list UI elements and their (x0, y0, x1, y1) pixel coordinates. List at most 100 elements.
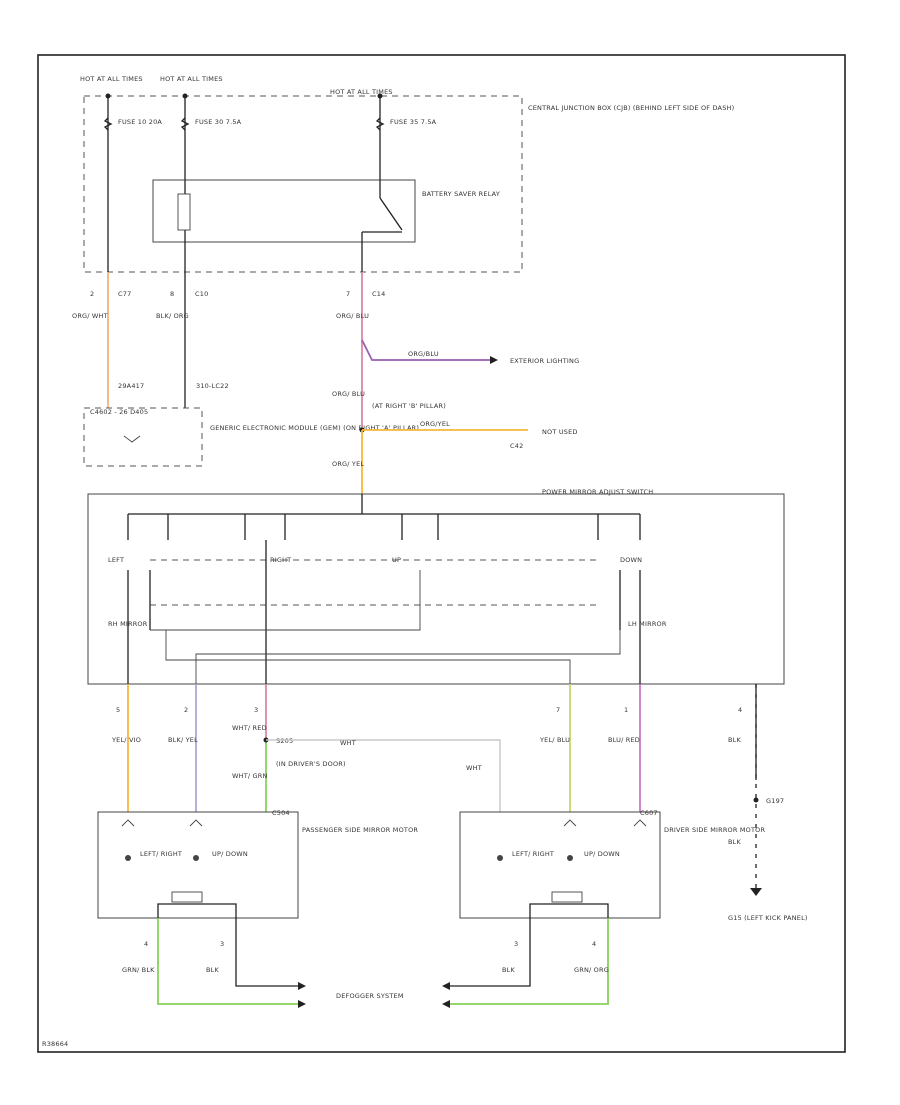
pin-c14: 7 (346, 290, 350, 298)
heater-element-icon (171, 891, 203, 903)
fuse-icon (180, 117, 190, 131)
ground-icon (750, 888, 762, 896)
defog-pin-1: 4 (144, 940, 148, 948)
motor-icons (121, 819, 647, 861)
ground-location: G15 (LEFT KICK PANEL) (728, 914, 808, 922)
s205-label: S205 (276, 737, 293, 745)
splice-label-1: 29A417 (118, 382, 144, 390)
gem-switch-icon (123, 435, 141, 443)
arrow-left-icon (442, 1000, 450, 1008)
wire-label-wht-red: WHT/ RED (232, 724, 267, 732)
battery-saver-relay (152, 179, 416, 243)
not-used-pin: C42 (510, 442, 523, 450)
wire-label-blk-4: BLK (502, 966, 515, 974)
wire-label-yel-blu: YEL/ BLU (539, 736, 570, 744)
g197-label: G197 (766, 797, 784, 805)
gem-pins: C4602 - 26 D405 (90, 408, 148, 416)
relay-label: BATTERY SAVER RELAY (422, 190, 500, 198)
wire-label-org-wht: ORG/ WHT (72, 312, 108, 320)
pin-c77: 2 (90, 290, 94, 298)
splice-location: (AT RIGHT 'B' PILLAR) (372, 402, 446, 410)
switch-right-label: RIGHT (270, 556, 291, 564)
blk-wire-pass (235, 918, 298, 987)
connector-c14: C14 (372, 290, 385, 298)
wht-wire (266, 739, 501, 812)
hot-label-3: HOT AT ALL TIMES (330, 88, 393, 96)
wire-label-blk-2: BLK (728, 838, 741, 846)
fuse-icon (103, 117, 113, 131)
defog-pin-3: 3 (514, 940, 518, 948)
pin-3: 3 (254, 706, 258, 714)
grn-org-wire (450, 918, 609, 1005)
wire-label-grn-org: GRN/ ORG (574, 966, 609, 974)
fuse-label-2: FUSE 30 7.5A (195, 118, 242, 126)
driver-mirror-motor (459, 811, 661, 919)
pass-up-down-label: UP/ DOWN (212, 850, 248, 858)
not-used-label: NOT USED (542, 428, 578, 436)
wire-label-wht-2: WHT (466, 764, 482, 772)
wire-label-blk-3: BLK (206, 966, 219, 974)
wire-label-blu-red: BLU/ RED (608, 736, 640, 744)
relay-switch-icon (379, 197, 403, 231)
splice-label-2: 310-LC22 (196, 382, 229, 390)
passenger-mirror-motor (97, 811, 299, 919)
wire-label-blk-org: BLK/ ORG (156, 312, 189, 320)
heater-element-icon (551, 891, 583, 903)
passenger-motor-label: PASSENGER SIDE MIRROR MOTOR (302, 826, 418, 834)
arrow-right-icon (490, 356, 498, 364)
drv-up-down-label: UP/ DOWN (584, 850, 620, 858)
gem-module (83, 407, 203, 467)
defog-pin-2: 3 (220, 940, 224, 948)
wire-label-grn-blk: GRN/ BLK (122, 966, 155, 974)
fuse-label-3: FUSE 35 7.5A (390, 118, 437, 126)
defogger-label: DEFOGGER SYSTEM (336, 992, 404, 1000)
switch-left-label: LEFT (108, 556, 124, 564)
lh-mirror-label: LH MIRROR (628, 620, 667, 628)
connector-c77: C77 (118, 290, 131, 298)
connector-c504: C504 (272, 809, 290, 817)
wire-label-org-blu-2: ORG/ BLU (332, 390, 365, 398)
blk-wire-drv (450, 918, 531, 987)
wire-label-blk: BLK (728, 736, 741, 744)
drv-left-right-label: LEFT/ RIGHT (512, 850, 554, 858)
gem-label: GENERIC ELECTRONIC MODULE (GEM) (ON RIGH… (210, 424, 419, 432)
switch-down-label: DOWN (620, 556, 642, 564)
wire-label-ext: ORG/BLU (408, 350, 439, 358)
connector-c10: C10 (195, 290, 208, 298)
wire-label-yel-vio: YEL/ VIO (111, 736, 141, 744)
pin-1: 1 (624, 706, 628, 714)
diagram-code: R38664 (42, 1040, 68, 1048)
switch-contacts (127, 514, 641, 540)
wire-label-wht-grn: WHT/ GRN (232, 772, 268, 780)
arrow-right-icon (298, 1000, 306, 1008)
pin-7: 7 (556, 706, 560, 714)
g197-dot (753, 797, 759, 803)
wire-label-org-blu: ORG/ BLU (336, 312, 369, 320)
s205-location: (IN DRIVER'S DOOR) (276, 760, 346, 768)
grn-blk-wire (157, 918, 298, 1005)
hot-label-1: HOT AT ALL TIMES (80, 75, 143, 83)
wire-label-wht: WHT (340, 739, 356, 747)
pin-c10: 8 (170, 290, 174, 298)
hot-label-2: HOT AT ALL TIMES (160, 75, 223, 83)
pin-5: 5 (116, 706, 120, 714)
pin-4: 4 (738, 706, 742, 714)
rh-mirror-label: RH MIRROR (108, 620, 148, 628)
exterior-lighting-label: EXTERIOR LIGHTING (510, 357, 579, 365)
arrow-right-icon (298, 982, 306, 990)
arrow-left-icon (442, 982, 450, 990)
pin-2: 2 (184, 706, 188, 714)
cjb-label: CENTRAL JUNCTION BOX (CJB) (BEHIND LEFT … (528, 104, 734, 112)
fuse-icon (375, 117, 385, 131)
wire-label-org-yel: ORG/YEL (420, 420, 450, 428)
power-mirror-switch (87, 493, 785, 685)
fuse-label-1: FUSE 10 20A (118, 118, 162, 126)
wire-label-blk-yel: BLK/ YEL (168, 736, 198, 744)
switch-label: POWER MIRROR ADJUST SWITCH (542, 488, 653, 496)
wire-label-org-yel-2: ORG/ YEL (332, 460, 364, 468)
pass-left-right-label: LEFT/ RIGHT (140, 850, 182, 858)
defog-pin-4: 4 (592, 940, 596, 948)
diagram-frame (37, 54, 846, 1053)
driver-motor-label: DRIVER SIDE MIRROR MOTOR (664, 826, 765, 834)
